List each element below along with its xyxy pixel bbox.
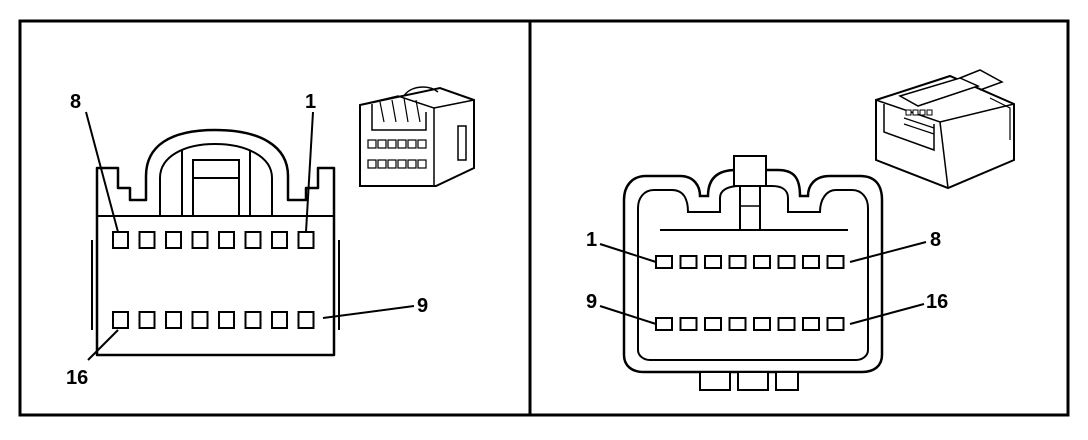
left-thumb-pin-lower-3 <box>387 159 397 169</box>
leader-line-1-left <box>305 111 314 233</box>
right-thumb-pin-3 <box>919 109 926 116</box>
left-thumb-pin-5 <box>407 139 417 149</box>
right-top-pin-cavity-8 <box>826 255 845 269</box>
left-thumb-pin-lower-6 <box>417 159 427 169</box>
left-connector-thumbnail <box>359 86 475 187</box>
leader-line-8-right <box>849 241 927 263</box>
leader-line-8-left <box>85 111 119 233</box>
left-thumb-pin-6 <box>417 139 427 149</box>
pin-label-8: 8 <box>70 91 81 113</box>
pin-label-8-right: 8 <box>930 229 941 251</box>
pin-label-16: 16 <box>66 367 88 389</box>
left-top-pin-cavity-7 <box>271 231 288 249</box>
left-bottom-pin-cavity-8 <box>297 311 315 329</box>
right-thumb-pin-2 <box>912 109 919 116</box>
pin-label-16-right: 16 <box>926 291 948 313</box>
pin-label-1: 1 <box>305 91 316 113</box>
left-top-pin-cavity-8 <box>297 231 315 249</box>
right-bottom-pin-cavity-7 <box>802 317 820 331</box>
right-top-pin-cavity-4 <box>728 255 747 269</box>
right-bottom-pin-cavity-2 <box>679 317 698 331</box>
right-top-pin-cavity-7 <box>802 255 820 269</box>
left-bottom-pin-cavity-3 <box>165 311 182 329</box>
left-thumb-pin-3 <box>387 139 397 149</box>
left-connector-body <box>95 128 336 357</box>
left-top-pin-cavity-6 <box>244 231 262 249</box>
left-bottom-pin-cavity-6 <box>244 311 262 329</box>
leader-line-1-right <box>599 243 657 263</box>
left-connector-latch <box>159 142 273 216</box>
left-bottom-pin-cavity-4 <box>191 311 209 329</box>
right-top-pin-cavity-3 <box>704 255 722 269</box>
right-connector-panel: 1 8 9 16 <box>586 69 1015 391</box>
right-bottom-pin-cavity-3 <box>704 317 722 331</box>
left-bottom-pin-cavity-7 <box>271 311 288 329</box>
left-thumb-pin-1 <box>367 139 377 149</box>
pin-label-9-right: 9 <box>586 291 597 313</box>
right-bottom-pin-cavity-4 <box>728 317 747 331</box>
left-thumb-pin-lower-5 <box>407 159 417 169</box>
leader-line-16-left <box>87 329 119 361</box>
right-bottom-pin-cavity-8 <box>826 317 845 331</box>
left-thumb-pin-2 <box>377 139 387 149</box>
right-top-pin-cavity-1 <box>655 255 673 269</box>
left-thumb-pin-lower-4 <box>397 159 407 169</box>
right-top-pin-cavity-5 <box>753 255 771 269</box>
right-bottom-pin-cavity-5 <box>753 317 771 331</box>
right-bottom-tab-center <box>737 371 769 391</box>
right-connector-thumbnail <box>875 69 1015 190</box>
left-top-pin-row <box>112 231 315 249</box>
left-top-pin-cavity-4 <box>191 231 209 249</box>
right-top-key <box>733 155 767 187</box>
pin-label-1-right: 1 <box>586 229 597 251</box>
right-bottom-pin-cavity-1 <box>655 317 673 331</box>
leader-line-9-left <box>322 305 415 319</box>
right-bottom-pin-row <box>655 317 845 331</box>
left-thumb-pin-lower-1 <box>367 159 377 169</box>
left-top-pin-cavity-3 <box>165 231 182 249</box>
left-bottom-pin-cavity-5 <box>218 311 235 329</box>
right-bottom-tab-left <box>699 371 731 391</box>
leader-line-16-right <box>849 303 925 325</box>
left-connector-panel: 8 1 9 16 <box>66 86 475 389</box>
left-bottom-pin-row <box>112 311 315 329</box>
left-latch-block <box>192 159 240 217</box>
right-bottom-pin-cavity-6 <box>777 317 796 331</box>
right-bottom-tab-right <box>775 371 799 391</box>
right-key-stem <box>739 185 761 231</box>
right-top-pin-cavity-6 <box>777 255 796 269</box>
left-top-pin-cavity-1 <box>112 231 129 249</box>
left-thumb-pin-4 <box>397 139 407 149</box>
left-top-pin-cavity-5 <box>218 231 235 249</box>
left-bottom-pin-cavity-2 <box>138 311 156 329</box>
right-top-pin-row <box>655 255 845 269</box>
left-thumb-pin-lower-2 <box>377 159 387 169</box>
pin-label-9: 9 <box>417 295 428 317</box>
left-top-pin-cavity-2 <box>138 231 156 249</box>
left-bottom-pin-cavity-1 <box>112 311 129 329</box>
leader-line-9-right <box>599 305 657 325</box>
right-thumb-pin-1 <box>905 109 912 116</box>
right-thumb-pin-4 <box>926 109 933 116</box>
right-top-pin-cavity-2 <box>679 255 698 269</box>
